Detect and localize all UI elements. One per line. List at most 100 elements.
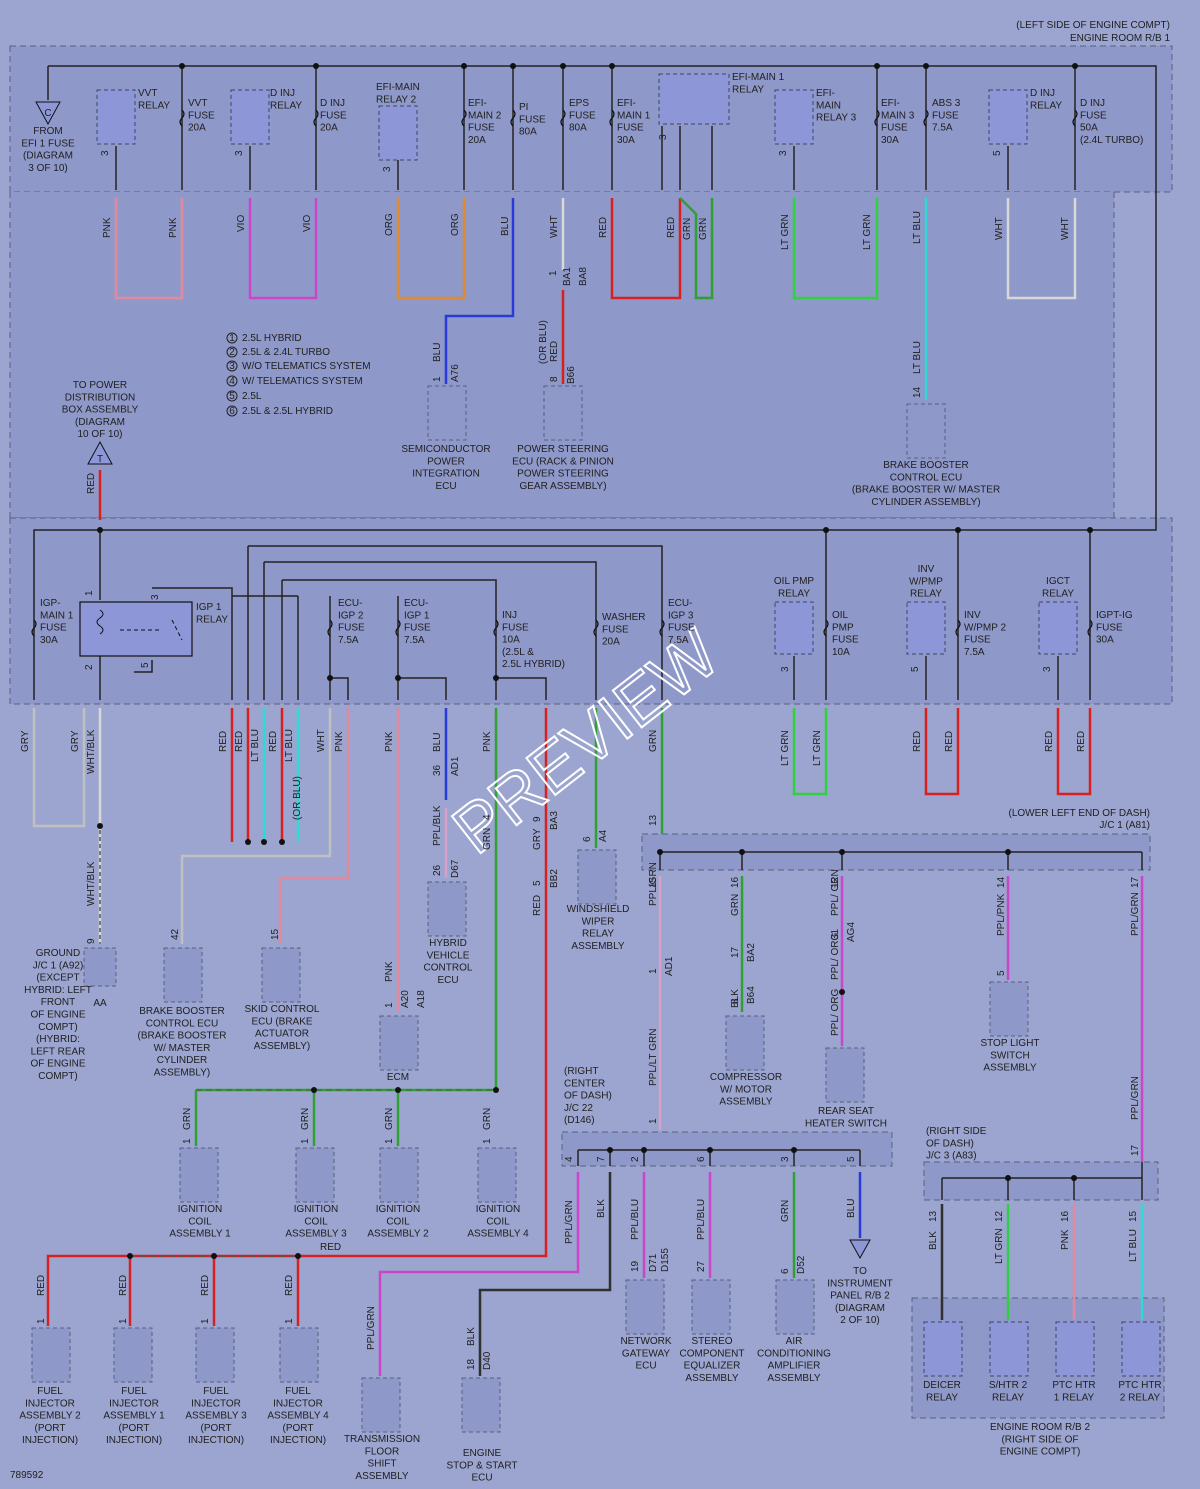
oil-pmp-fuse-label-line-0: OIL (832, 610, 849, 621)
inv-wpmp2-fuse-label-line-0: INV (964, 610, 981, 621)
engine-ss-label-line-0: ENGINE (463, 1448, 502, 1459)
ecu-igp1-label-line-3: 7.5A (404, 635, 425, 646)
label-12: BLU (500, 217, 511, 236)
igct-relay-label-line-0: IGCT (1046, 576, 1070, 587)
label-43: GRY (20, 730, 31, 752)
inj3-label-line-3: (PORT (201, 1423, 232, 1434)
aircon-label-line-2: AMPLIFIER (768, 1361, 821, 1372)
label-31: 1 (432, 376, 443, 382)
label-24: LT BLU (912, 341, 923, 374)
label-154: 16 (1060, 1210, 1071, 1222)
jc3-location-line-1: OF DASH) (926, 1138, 974, 1149)
coil3-label-line-1: COIL (304, 1216, 328, 1227)
ecm (379, 1015, 419, 1071)
label-100: 8 (730, 998, 741, 1004)
pi-fuse-label-line-2: 80A (519, 127, 537, 138)
brake-booster-label-line-4: CYLINDER (157, 1055, 208, 1066)
label-128: 1 (200, 1318, 211, 1324)
wiper-label-line-0: WINDSHIELD (567, 904, 630, 915)
jc3-box (923, 1161, 1159, 1201)
vvt-relay-label-line-0: VVT (138, 88, 157, 99)
ptc-htr2-relay (1121, 1321, 1161, 1377)
label-64: WHT/BLK (86, 861, 97, 906)
label-28: 1 (548, 270, 559, 276)
label-18: LT GRN (780, 214, 791, 250)
efi-main3-fuse-label-line-0: EFI- (881, 98, 900, 109)
label-116: GRN (384, 1108, 395, 1130)
label-51: PNK (334, 731, 345, 752)
aircon-label-line-1: CONDITIONING (757, 1348, 831, 1359)
ignition-coil-4 (477, 1147, 517, 1203)
abs3-fuse-label-line-2: 7.5A (932, 123, 953, 134)
rb2-label-line-1: (RIGHT SIDE OF (1001, 1434, 1078, 1445)
efi-main1-fuse-label-line-1: MAIN 1 (617, 110, 651, 121)
label-21: WHT (994, 217, 1005, 240)
compressor-label-line-2: ASSEMBLY (719, 1097, 772, 1108)
label-9: VIO (302, 215, 313, 232)
label-88: PPL/ ORG (830, 989, 841, 1036)
ground-label-line-6: COMPT) (38, 1022, 77, 1033)
label-98: 17 (730, 946, 741, 958)
efi-main1-fuse-label-line-0: EFI- (617, 98, 636, 109)
network-label-line-2: ECU (635, 1361, 656, 1372)
inj2-label-line-4: INJECTION) (22, 1435, 78, 1446)
efi-main-relay3-label-line-0: EFI- (816, 88, 835, 99)
label-99: BA2 (746, 943, 757, 962)
label-36: 1 (84, 590, 95, 596)
label-3: 3 (658, 134, 669, 140)
inj2-label-line-0: FUEL (37, 1386, 63, 1397)
label-8: VIO (236, 215, 247, 232)
label-19: LT GRN (862, 214, 873, 250)
label-48: RED (268, 731, 279, 752)
label-73: BA3 (549, 811, 560, 830)
igct-relay (1038, 601, 1078, 655)
jc22-location-line-2: OF DASH) (564, 1091, 612, 1102)
ground-label-line-7: (HYBRID: (36, 1034, 80, 1045)
label-106: 17 (1130, 1144, 1141, 1156)
label-34: B66 (566, 366, 577, 384)
brake-booster-top-label-line-3: CYLINDER ASSEMBLY) (871, 497, 980, 508)
ecu-igp2-label-line-0: ECU- (338, 598, 362, 609)
deicer-relay (923, 1321, 963, 1377)
brake-booster-top-label-line-0: BRAKE BOOSTER (883, 460, 969, 471)
legend-text-0: 2.5L HYBRID (242, 333, 302, 344)
label-37: 2 (84, 664, 95, 670)
dinj-fuse2-label-line-2: 50A (1080, 123, 1098, 134)
to-ip-label-line-0: TO (853, 1266, 867, 1277)
label-87: PPL/ ORG (830, 933, 841, 980)
inv-wpmp2-fuse-label-line-2: FUSE (964, 635, 991, 646)
eps-fuse-label-line-2: 80A (569, 123, 587, 134)
inj3-label-line-0: FUEL (203, 1386, 229, 1397)
dinj-relay-2 (988, 89, 1028, 145)
label-158: PNK (1060, 1229, 1071, 1250)
from-connector-letter: C (44, 108, 51, 119)
vvt-fuse-label-line-2: 20A (188, 123, 206, 134)
shtr2-label-line-0: S/HTR 2 (989, 1380, 1028, 1391)
label-85: PPL/GRN (1130, 892, 1141, 936)
label-61: RED (1076, 731, 1087, 752)
label-72: 9 (532, 816, 543, 822)
inj1-label-line-0: FUEL (121, 1386, 147, 1397)
coil2-label-line-1: COIL (386, 1216, 410, 1227)
washer-fuse-label-line-2: 20A (602, 637, 620, 648)
label-110: PNK (384, 961, 395, 982)
dinj-fuse2-label-line-3: (2.4L TURBO) (1080, 135, 1143, 146)
red-bus-label: RED (320, 1242, 341, 1253)
aircon-label-line-3: ASSEMBLY (767, 1373, 820, 1384)
to-power-dist-label-line-3: (DIAGRAM (75, 417, 125, 428)
ptc1-label-line-0: PTC HTR (1052, 1380, 1095, 1391)
label-13: WHT (549, 215, 560, 238)
label-153: 12 (994, 1210, 1005, 1222)
igp-main1-label-line-3: 30A (40, 635, 58, 646)
skid-label-line-1: ECU (BRAKE (251, 1016, 312, 1027)
efi-main2-fuse-label-line-0: EFI- (468, 98, 487, 109)
shtr2-relay (989, 1321, 1029, 1377)
hybrid-ecu-label-line-1: VEHICLE (427, 950, 470, 961)
label-125: RED (284, 1275, 295, 1296)
label-11: ORG (450, 213, 461, 236)
dinj-fuse-label-line-1: FUSE (320, 110, 347, 121)
from-efi1-line-2: (DIAGRAM (23, 151, 73, 162)
semiconductor-label-line-3: ECU (435, 481, 456, 492)
label-4: 3 (778, 150, 789, 156)
